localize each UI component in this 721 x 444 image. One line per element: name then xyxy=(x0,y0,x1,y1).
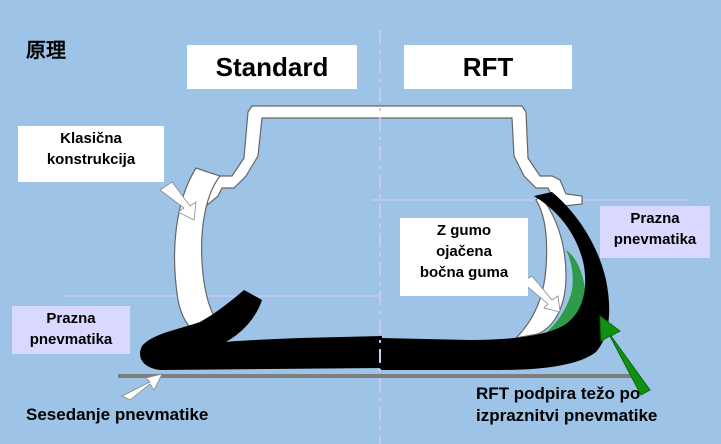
wheel-rim xyxy=(187,105,583,207)
arrow-classic xyxy=(159,181,197,221)
label-tire-sag: Sesedanje pnevmatike xyxy=(26,405,209,424)
column-header-standard: Standard xyxy=(187,45,357,89)
ground-line xyxy=(118,374,638,378)
arrow-reinforced xyxy=(521,275,561,313)
label-rft-support: RFT podpira težo po izpraznitvi pnevmati… xyxy=(476,384,658,425)
arrow-rft-support xyxy=(599,314,651,396)
label-reinforced-sidewall: Z gumo ojačena bočna guma xyxy=(400,218,528,296)
label-classic-construction: Klasična konstrukcija xyxy=(18,126,164,182)
standard-flat-tire xyxy=(140,290,382,370)
rft-supported-tire xyxy=(380,192,610,370)
label-flat-tire-left: Prazna pnevmatika xyxy=(12,306,130,354)
diagram-title: 原理 xyxy=(26,40,66,62)
column-header-rft: RFT xyxy=(404,45,572,89)
label-flat-tire-right: Prazna pnevmatika xyxy=(600,206,710,258)
arrow-sag xyxy=(121,373,163,401)
